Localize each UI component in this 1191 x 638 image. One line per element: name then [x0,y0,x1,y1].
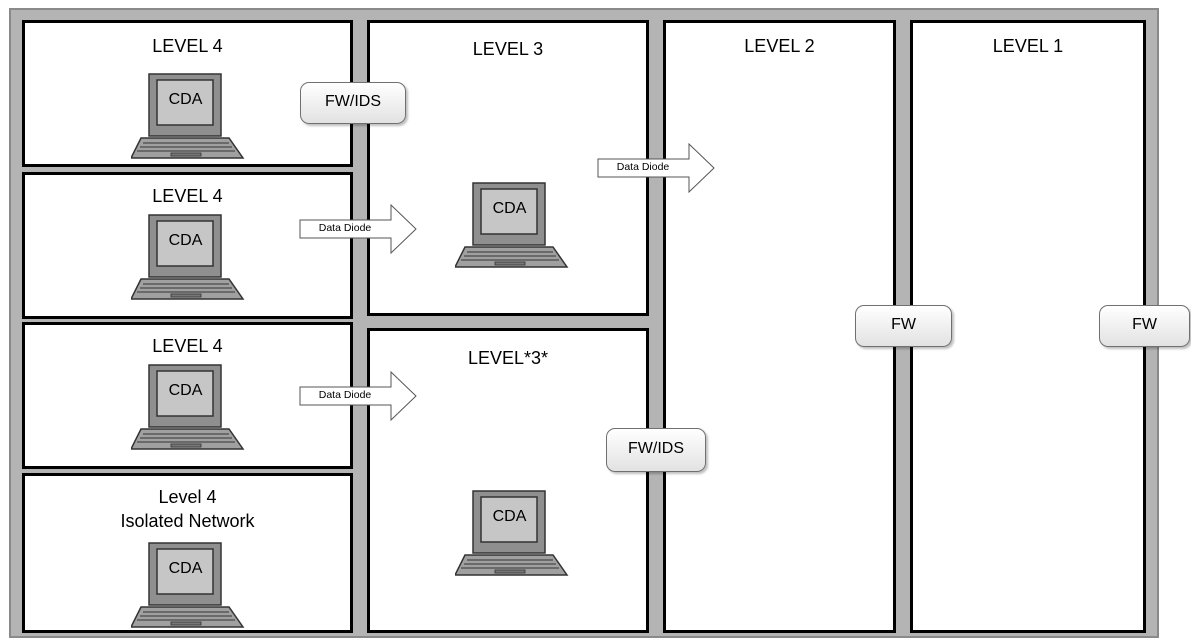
zone-title: LEVEL 4 [152,36,223,56]
zone-title-line1: Level 4 [158,487,217,507]
fw-ids-device: FW/IDS [300,82,406,124]
cda-label: CDA [168,382,203,399]
cda-laptop-icon: CDA [131,540,251,630]
cda-laptop-icon: CDA [131,362,251,452]
zone-title: LEVEL 4 [152,186,223,206]
cda-label: CDA [492,200,527,217]
zone-title-line2: Isolated Network [120,511,255,531]
data-diode-label: Data Diode [616,161,670,173]
data-diode-label: Data Diode [318,389,372,401]
cda-laptop-icon: CDA [131,212,251,302]
zone-title: LEVEL 1 [992,36,1064,56]
cda-label: CDA [168,91,203,108]
data-diode-label: Data Diode [318,222,372,234]
cda-label: CDA [168,232,203,249]
firewall-device: FW [855,305,952,347]
zone-title: LEVEL*3* [467,348,549,368]
zone-level4-a: LEVEL 4 CDA [22,20,353,167]
zone-level4-isolated: Level 4 Isolated Network CDA [22,473,353,633]
zone-level4-b: LEVEL 4 CDA [22,172,353,319]
zone-title: LEVEL 3 [472,39,544,59]
data-diode-arrow: Data Diode [299,371,417,421]
cda-laptop-icon: CDA [455,180,575,270]
fw-ids-device: FW/IDS [606,428,706,472]
zone-level4-c: LEVEL 4 CDA [22,322,353,469]
zone-title: LEVEL 4 [152,336,223,356]
cda-label: CDA [168,560,203,577]
data-diode-arrow: Data Diode [597,143,715,193]
cda-laptop-icon: CDA [455,488,575,578]
cda-label: CDA [492,508,527,525]
data-diode-arrow: Data Diode [299,204,417,254]
zone-title: LEVEL 2 [744,36,815,56]
cda-laptop-icon: CDA [131,71,251,161]
firewall-device: FW [1099,305,1190,347]
